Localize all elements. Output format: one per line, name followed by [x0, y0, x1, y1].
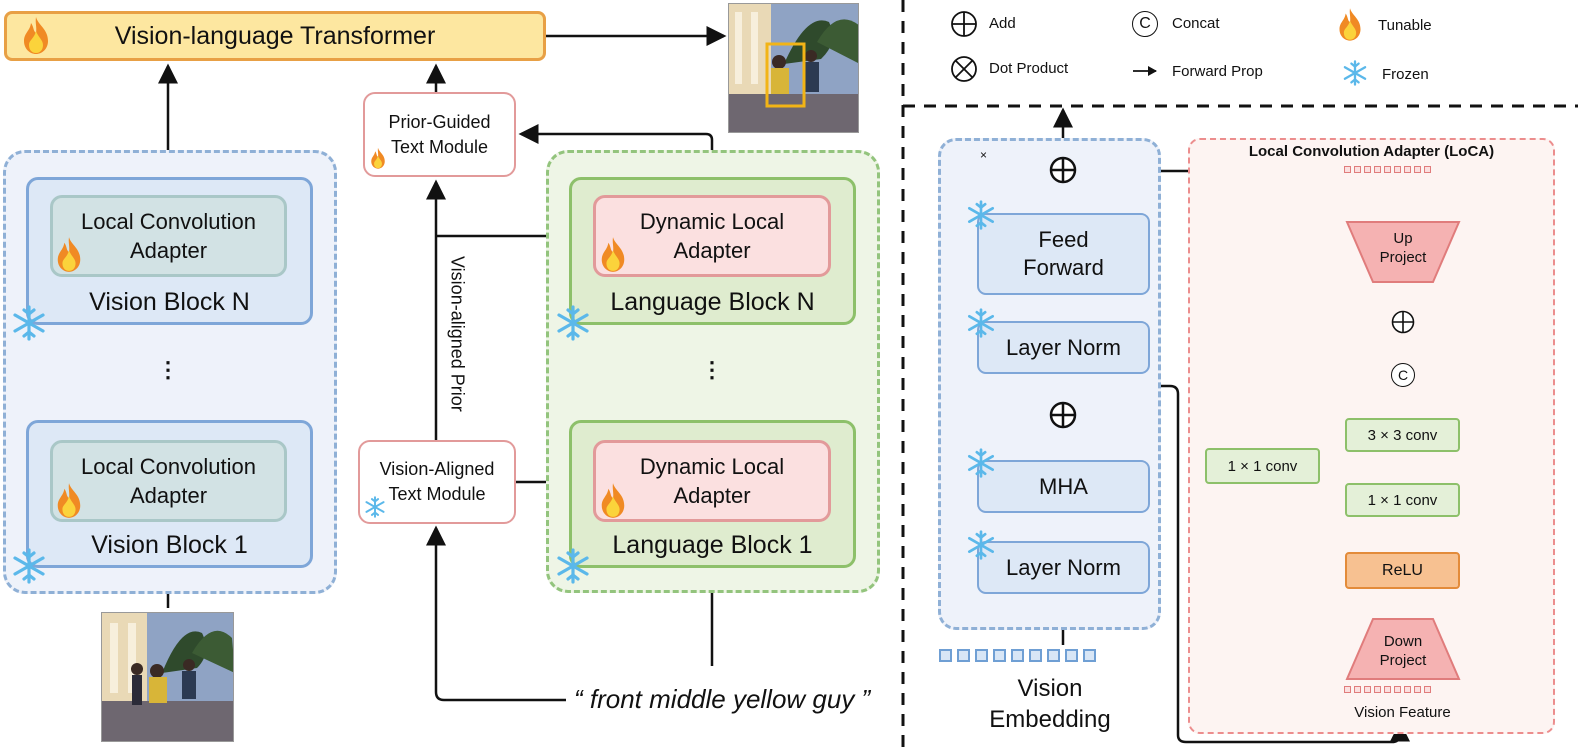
vision-block-n-label: Vision Block N [89, 287, 250, 316]
snowflake-icon [11, 548, 47, 589]
loca-title: Local Convolution Adapter (LoCA) [1248, 142, 1495, 160]
legend-tunable: Tunable [1378, 17, 1432, 34]
down-project-line-2: Project [1379, 652, 1427, 669]
loca-label-line-2: Adapter [129, 483, 208, 508]
vision-embedding-line-2: Embedding [989, 706, 1111, 733]
feed-forward-line-2: Forward [1023, 255, 1104, 280]
vision-language-transformer: Vision-language Transformer [4, 11, 546, 61]
flame-icon [54, 234, 84, 279]
relu-box: ReLU [1345, 552, 1460, 589]
up-project-line-1: Up [1393, 230, 1413, 247]
feed-forward-line-1: Feed [1038, 227, 1089, 252]
output-image [728, 3, 859, 133]
circle-plus-icon [1049, 156, 1077, 189]
flame-icon [598, 480, 628, 525]
conv1x1-right-box: 1 × 1 conv [1345, 483, 1460, 517]
circle-plus-icon [1049, 401, 1077, 434]
language-ellipsis: ⋮ [701, 357, 723, 382]
circle-c-icon: C [1132, 11, 1158, 37]
vision-aligned-prior-label: Vision-aligned Prior [447, 256, 468, 412]
local-convolution-adapter-1: Local Convolution Adapter [50, 440, 287, 522]
loca-label-line-2: Adapter [129, 238, 208, 263]
dla-label-line-1: Dynamic Local [639, 454, 785, 479]
layer-norm-bottom: Layer Norm [977, 541, 1150, 594]
legend-add: Add [989, 15, 1016, 32]
legend-frozen: Frozen [1382, 66, 1429, 83]
vision-aligned-line-2: Text Module [388, 484, 486, 504]
flame-icon [1336, 6, 1364, 47]
down-project-label: Down Project [1363, 630, 1443, 672]
snowflake-icon [966, 200, 996, 235]
vision-ellipsis: ⋮ [157, 357, 179, 382]
loca-label-line-1: Local Convolution [81, 454, 256, 479]
up-project-label: Up Project [1363, 228, 1443, 268]
circle-plus-icon [1391, 310, 1415, 339]
vision-embedding-line-1: Vision [1017, 675, 1083, 702]
feed-forward-block: Feed Forward [977, 213, 1150, 295]
vision-feature-tokens [1344, 686, 1464, 696]
up-project-line-2: Project [1379, 249, 1427, 266]
down-project-trapezoid [1345, 617, 1461, 686]
snowflake-icon [1342, 60, 1368, 91]
mha-block: MHA [977, 460, 1150, 513]
prior-guided-line-1: Prior-Guided [388, 111, 491, 132]
dla-label-line-2: Adapter [673, 238, 751, 263]
input-image [101, 612, 234, 742]
prior-guided-text-module: Prior-Guided Text Module [363, 92, 516, 177]
flame-icon [20, 15, 52, 60]
local-convolution-adapter-n: Local Convolution Adapter [50, 195, 287, 277]
snowflake-icon [966, 448, 996, 483]
circle-c-icon: C [1391, 363, 1415, 387]
legend-concat: Concat [1172, 15, 1220, 32]
conv3x3-box: 3 × 3 conv [1345, 418, 1460, 452]
vision-aligned-line-1: Vision-Aligned [379, 459, 495, 479]
vision-embedding-label: Vision Embedding [960, 673, 1140, 735]
dla-label-line-2: Adapter [673, 483, 751, 508]
language-block-1-label: Language Block 1 [612, 530, 813, 559]
query-text: “ front middle yellow guy ” [574, 684, 871, 714]
conv1x1-left-box: 1 × 1 conv [1205, 448, 1320, 484]
times-mark: × [980, 148, 988, 162]
vision-aligned-text-module: Vision-Aligned Text Module [358, 440, 516, 524]
down-project-line-1: Down [1383, 633, 1423, 650]
flame-icon [369, 146, 387, 175]
snowflake-icon [555, 548, 591, 589]
circle-times-icon [950, 55, 978, 88]
loca-label-line-1: Local Convolution [81, 209, 256, 234]
legend-forward-prop: Forward Prop [1172, 63, 1263, 80]
circle-plus-icon [950, 10, 978, 43]
vision-feature-label: Vision Feature [1354, 703, 1451, 721]
up-project-trapezoid [1345, 220, 1461, 289]
dynamic-local-adapter-n: Dynamic Local Adapter [593, 195, 831, 277]
flame-icon [598, 234, 628, 279]
snowflake-icon [966, 530, 996, 565]
snowflake-icon [555, 305, 591, 346]
dynamic-local-adapter-1: Dynamic Local Adapter [593, 440, 831, 522]
vision-embedding-tokens [939, 649, 1169, 665]
snowflake-icon [364, 496, 386, 523]
dla-label-line-1: Dynamic Local [639, 209, 785, 234]
language-block-n-label: Language Block N [610, 287, 815, 316]
layer-norm-top: Layer Norm [977, 321, 1150, 374]
prior-guided-line-2: Text Module [390, 136, 489, 157]
legend-dot-product: Dot Product [989, 60, 1069, 77]
vlt-label: Vision-language Transformer [114, 21, 436, 50]
snowflake-icon [966, 308, 996, 343]
vision-block-1-label: Vision Block 1 [91, 530, 248, 559]
flame-icon [54, 480, 84, 525]
snowflake-icon [11, 305, 47, 346]
loca-output-tokens [1344, 166, 1464, 176]
